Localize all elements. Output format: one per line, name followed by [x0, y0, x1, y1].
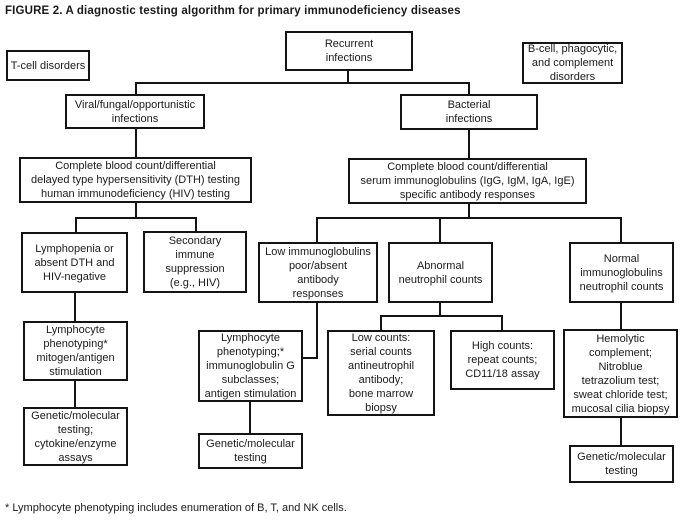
node-lymphocyte-phenotyping-mitogen: Lymphocyte phenotyping* mitogen/antigen … — [23, 321, 128, 381]
node-normal-immunoglobulins: Normal immunoglobulins neutrophil counts — [569, 242, 674, 303]
node-lymphocyte-phenotyping-subclasses: Lymphocyte phenotyping;* immunoglobulin … — [198, 330, 303, 402]
connector-line — [439, 217, 441, 242]
node-abnormal-neutrophil-counts: Abnormal neutrophil counts — [388, 242, 493, 303]
node-low-counts: Low counts: serial counts antineutrophil… — [327, 330, 435, 416]
node-recurrent-infections: Recurrent infections — [285, 31, 413, 71]
node-workup-tcell: Complete blood count/differential delaye… — [19, 157, 252, 203]
connector-line — [75, 217, 77, 232]
connector-line — [316, 217, 318, 242]
connector-line — [316, 217, 622, 219]
node-genetic-testing-mid: Genetic/molecular testing — [198, 433, 303, 469]
connector-line — [74, 293, 76, 321]
connector-line — [135, 203, 137, 219]
connector-line — [135, 129, 137, 157]
node-viral-fungal-opportunistic-infections: Viral/fungal/opportunistic infections — [65, 94, 205, 129]
connector-elbow — [303, 357, 318, 359]
connector-line — [620, 418, 622, 445]
connector-line — [620, 303, 622, 329]
node-secondary-immune-suppression: Secondary immune suppression (e.g., HIV) — [143, 231, 247, 293]
connector-line — [380, 315, 503, 317]
node-t-cell-disorders: T-cell disorders — [6, 50, 90, 81]
connector-elbow — [316, 303, 318, 359]
connector-line — [75, 217, 197, 219]
connector-line — [468, 82, 470, 94]
node-genetic-testing-right: Genetic/molecular testing — [569, 445, 674, 483]
node-b-cell-phagocytic-complement-disorders: B-cell, phagocytic, and complement disor… — [522, 42, 623, 84]
connector-line — [135, 82, 470, 84]
node-high-counts: High counts: repeat counts; CD11/18 assa… — [450, 330, 555, 390]
figure-footnote: * Lymphocyte phenotyping includes enumer… — [5, 502, 347, 514]
connector-line — [74, 381, 76, 407]
connector-line — [347, 71, 349, 84]
connector-line — [249, 402, 251, 433]
node-hemolytic-complement: Hemolytic complement; Nitroblue tetrazol… — [563, 329, 678, 418]
connector-line — [620, 217, 622, 242]
connector-line — [501, 315, 503, 330]
connector-line — [195, 217, 197, 231]
node-low-immunoglobulins: Low immunoglobulins poor/absent antibody… — [258, 242, 378, 303]
connector-line — [468, 130, 470, 158]
connector-line — [439, 303, 441, 317]
node-genetic-testing-cytokine: Genetic/molecular testing; cytokine/enzy… — [23, 407, 128, 466]
node-lymphopenia: Lymphopenia or absent DTH and HIV-negati… — [21, 232, 128, 293]
figure-title: FIGURE 2. A diagnostic testing algorithm… — [5, 5, 461, 17]
node-bacterial-infections: Bacterial infections — [400, 94, 538, 130]
connector-line — [468, 204, 470, 218]
connector-line — [380, 315, 382, 330]
connector-line — [135, 82, 137, 94]
node-workup-bcell: Complete blood count/differential serum … — [348, 158, 587, 204]
